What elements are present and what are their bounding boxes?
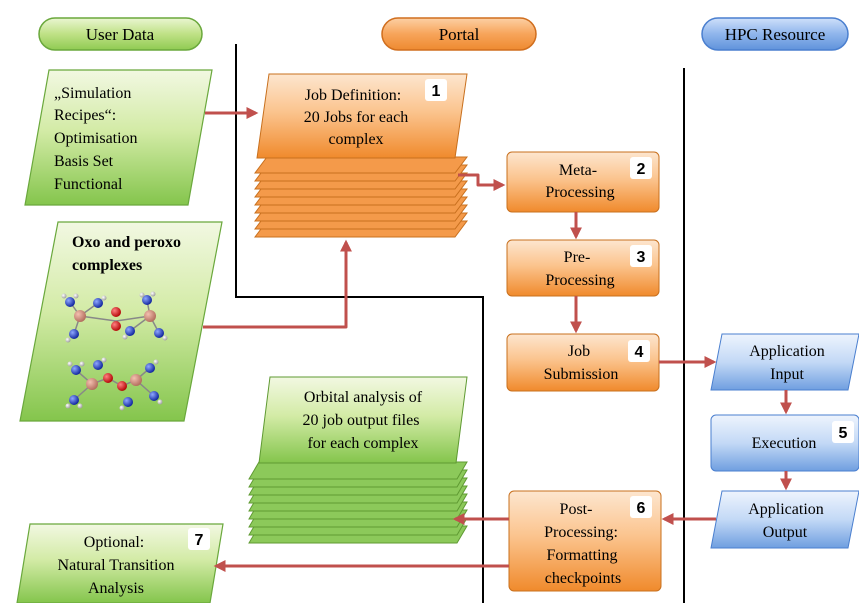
simulation-recipes-box: „Simulation Recipes“: Optimisation Basis… bbox=[24, 69, 213, 206]
pre-processing-line-1: Pre- bbox=[564, 249, 591, 266]
complexes-title-line-1: Oxo and peroxo bbox=[72, 234, 181, 251]
orbital-analysis-layers bbox=[248, 461, 468, 544]
oxo-molecule-icon bbox=[61, 291, 168, 343]
recipes-line-4: Basis Set bbox=[54, 153, 114, 170]
step-number-5: 5 bbox=[839, 425, 848, 442]
job-definition-text: Job Definition: 20 Jobs for each complex bbox=[304, 87, 412, 148]
orbital-analysis-text: Orbital analysis of 20 job output files … bbox=[303, 389, 427, 452]
step-number-1: 1 bbox=[432, 83, 441, 100]
step-badge-5 bbox=[832, 421, 854, 443]
step-badge-3 bbox=[630, 245, 652, 267]
job-definition-layers bbox=[254, 156, 468, 238]
lane-header-hpc: HPC Resource bbox=[701, 17, 849, 51]
step-number-6: 6 bbox=[637, 500, 646, 517]
flow-arrows bbox=[203, 107, 792, 572]
pre-processing-text: Pre- Processing bbox=[545, 249, 614, 289]
peroxo-molecule-icon bbox=[65, 357, 163, 411]
post-processing-line-1: Post- bbox=[560, 501, 593, 518]
step-number-3: 3 bbox=[637, 249, 646, 266]
meta-processing-line-1: Meta- bbox=[559, 162, 597, 179]
post-processing-box: Post- Processing: Formatting checkpoints… bbox=[508, 490, 662, 592]
application-output-box: Application Output bbox=[710, 490, 859, 549]
lane-title-hpc: HPC Resource bbox=[725, 25, 826, 44]
complexes-box: Oxo and peroxo complexes bbox=[19, 221, 223, 422]
orbital-analysis-line-2: 20 job output files bbox=[303, 412, 420, 429]
natural-transition-box: Optional: Natural Transition Analysis 7 bbox=[16, 523, 224, 603]
job-definition-top bbox=[256, 73, 468, 159]
application-output-line-1: Application bbox=[748, 501, 824, 518]
job-definition-line-3: complex bbox=[328, 131, 383, 148]
post-processing-line-4: checkpoints bbox=[545, 570, 621, 587]
application-input-line-2: Input bbox=[770, 366, 804, 383]
post-processing-text: Post- Processing: Formatting checkpoints bbox=[544, 501, 622, 587]
orbital-analysis-top bbox=[258, 376, 468, 464]
natural-transition-text: Optional: Natural Transition Analysis bbox=[58, 534, 179, 597]
arrow-complexes-to-job-definition bbox=[203, 239, 352, 329]
recipes-line-5: Functional bbox=[54, 176, 123, 193]
meta-processing-line-2: Processing bbox=[545, 184, 614, 201]
execution-box: Execution 5 bbox=[710, 414, 859, 472]
recipes-line-2: Recipes“: bbox=[54, 107, 116, 124]
step-badge-7 bbox=[188, 528, 210, 550]
application-input-text: Application Input bbox=[749, 343, 829, 383]
complexes-title: Oxo and peroxo complexes bbox=[72, 234, 185, 274]
job-submission-box: Job Submission 4 bbox=[506, 333, 660, 392]
meta-processing-box: Meta- Processing 2 bbox=[506, 151, 660, 213]
application-input-box: Application Input bbox=[710, 333, 859, 391]
orbital-analysis-line-1: Orbital analysis of bbox=[304, 389, 423, 406]
lane-title-user: User Data bbox=[86, 25, 155, 44]
simulation-recipes-text: „Simulation Recipes“: Optimisation Basis… bbox=[54, 85, 142, 193]
post-processing-line-3: Formatting bbox=[546, 547, 617, 564]
meta-processing-text: Meta- Processing bbox=[545, 162, 614, 201]
step-badge-2 bbox=[630, 157, 652, 179]
natural-transition-line-1: Optional: bbox=[84, 534, 144, 551]
step-number-4: 4 bbox=[635, 344, 644, 361]
job-submission-text: Job Submission bbox=[544, 343, 619, 383]
orbital-analysis-line-3: for each complex bbox=[307, 435, 418, 452]
recipes-line-3: Optimisation bbox=[54, 130, 138, 147]
natural-transition-line-2: Natural Transition bbox=[58, 557, 175, 574]
job-definition-line-1: Job Definition: bbox=[305, 87, 401, 104]
step-number-2: 2 bbox=[637, 161, 646, 178]
user-portal-separator bbox=[235, 44, 484, 603]
application-input-line-1: Application bbox=[749, 343, 825, 360]
job-submission-line-2: Submission bbox=[544, 366, 619, 383]
recipes-line-1: „Simulation bbox=[54, 85, 131, 102]
job-definition-line-2: 20 Jobs for each bbox=[304, 109, 408, 126]
lane-title-portal: Portal bbox=[439, 25, 480, 44]
lane-separators bbox=[235, 44, 685, 603]
execution-label: Execution bbox=[752, 435, 817, 452]
job-definition-stack: Job Definition: 20 Jobs for each complex… bbox=[254, 73, 468, 238]
pre-processing-line-2: Processing bbox=[545, 272, 614, 289]
pre-processing-box: Pre- Processing 3 bbox=[506, 239, 660, 297]
step-badge-4 bbox=[628, 340, 650, 362]
step-number-7: 7 bbox=[195, 532, 204, 549]
lane-header-user: User Data bbox=[38, 17, 203, 51]
natural-transition-line-3: Analysis bbox=[88, 580, 144, 597]
arrow-job-definition-to-meta bbox=[458, 173, 506, 191]
application-output-line-2: Output bbox=[763, 524, 808, 541]
job-submission-line-1: Job bbox=[568, 343, 590, 360]
lane-header-portal: Portal bbox=[381, 17, 537, 51]
application-output-text: Application Output bbox=[748, 501, 828, 541]
post-processing-line-2: Processing: bbox=[544, 524, 618, 541]
complexes-title-line-2: complexes bbox=[72, 257, 142, 274]
step-badge-6 bbox=[630, 496, 652, 518]
orbital-analysis-stack: Orbital analysis of 20 job output files … bbox=[248, 376, 468, 544]
step-badge-1 bbox=[425, 79, 447, 101]
